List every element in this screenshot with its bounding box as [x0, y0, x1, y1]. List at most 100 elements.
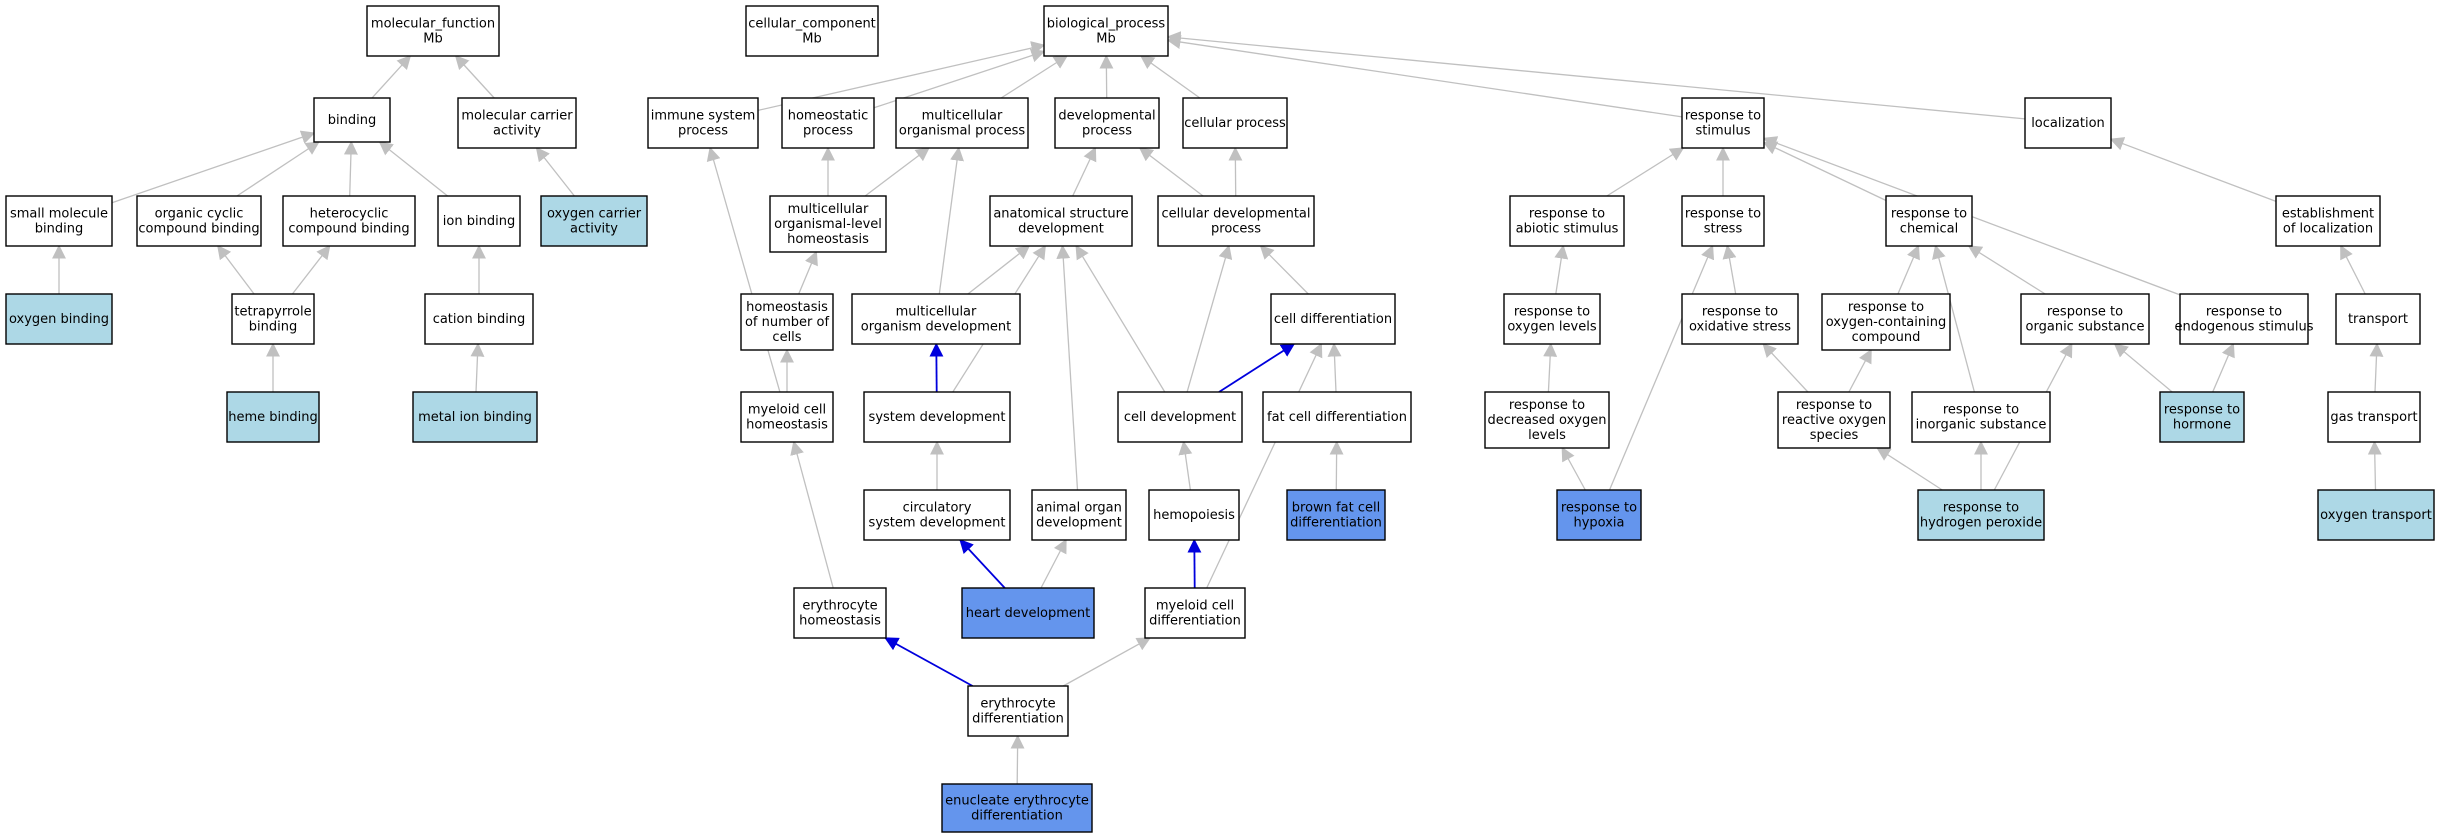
node-gast[interactable]: gas transport	[2327, 391, 2421, 443]
node-catb[interactable]: cation binding	[424, 293, 534, 345]
edge-rthormone-to-rtes	[2212, 342, 2235, 393]
node-box	[1885, 195, 1973, 247]
node-label: stress	[1704, 222, 1743, 237]
node-label: hydrogen peroxide	[1920, 516, 2042, 531]
edge-cdp-to-dp	[1138, 147, 1204, 197]
node-label: differentiation	[972, 712, 1064, 727]
node-label: stimulus	[1695, 124, 1750, 139]
node-binding[interactable]: binding	[313, 97, 391, 143]
edge-tetb-to-ocb	[217, 244, 255, 295]
node-box	[1148, 489, 1240, 541]
edge-eh-to-mch	[790, 440, 834, 589]
node-label: decreased oxygen	[1487, 413, 1606, 428]
node-transport[interactable]: transport	[2335, 293, 2421, 345]
node-label: differentiation	[1149, 614, 1241, 629]
node-cp[interactable]: cellular process	[1182, 97, 1288, 149]
node-label: enucleate erythrocyte	[945, 794, 1089, 809]
node-label: metal ion binding	[418, 410, 532, 425]
node-fcd[interactable]: fat cell differentiation	[1262, 391, 1412, 443]
node-loc[interactable]: localization	[2024, 97, 2112, 149]
node-box	[1917, 489, 2045, 541]
edge-transport-to-eol	[2340, 244, 2366, 295]
node-box	[136, 195, 262, 247]
edge-hnc-to-mloh	[798, 250, 818, 295]
node-hemo[interactable]: hemopoiesis	[1148, 489, 1240, 541]
node-oxb[interactable]: oxygen binding	[5, 293, 113, 345]
node-label: differentiation	[971, 809, 1063, 824]
node-box	[437, 195, 521, 247]
edge-rts-to-bp	[1166, 35, 1683, 118]
node-label: response to	[1891, 207, 1967, 222]
edge-rthyp-to-rtdol	[1561, 446, 1586, 491]
node-box	[1681, 97, 1765, 149]
node-box	[1270, 293, 1396, 345]
node-label: response to	[1702, 305, 1778, 320]
node-box	[1681, 195, 1765, 247]
node-box	[2159, 391, 2245, 443]
edge-rtas-to-rts	[1606, 147, 1685, 197]
node-label: reactive oxygen	[1782, 413, 1886, 428]
node-celldev[interactable]: cell development	[1117, 391, 1243, 443]
node-sysd[interactable]: system development	[863, 391, 1011, 443]
edge-mca-to-mf	[454, 54, 495, 99]
node-box	[2335, 293, 2421, 345]
node-hd[interactable]: heart development	[961, 587, 1095, 639]
node-oxt[interactable]: oxygen transport	[2317, 489, 2435, 541]
node-label: compound binding	[288, 222, 409, 237]
node-label: heart development	[966, 606, 1091, 621]
node-metb[interactable]: metal ion binding	[412, 391, 538, 443]
node-hemeb[interactable]: heme binding	[226, 391, 320, 443]
node-box	[1509, 195, 1625, 247]
node-label: differentiation	[1290, 516, 1382, 531]
edge-rthormone-to-rtorgs	[2113, 343, 2173, 393]
node-label: oxygen levels	[1507, 320, 1596, 335]
node-celld[interactable]: cell differentiation	[1270, 293, 1396, 345]
node-ionb[interactable]: ion binding	[437, 195, 521, 247]
node-box	[457, 97, 577, 149]
node-label: multicellular	[788, 202, 869, 217]
